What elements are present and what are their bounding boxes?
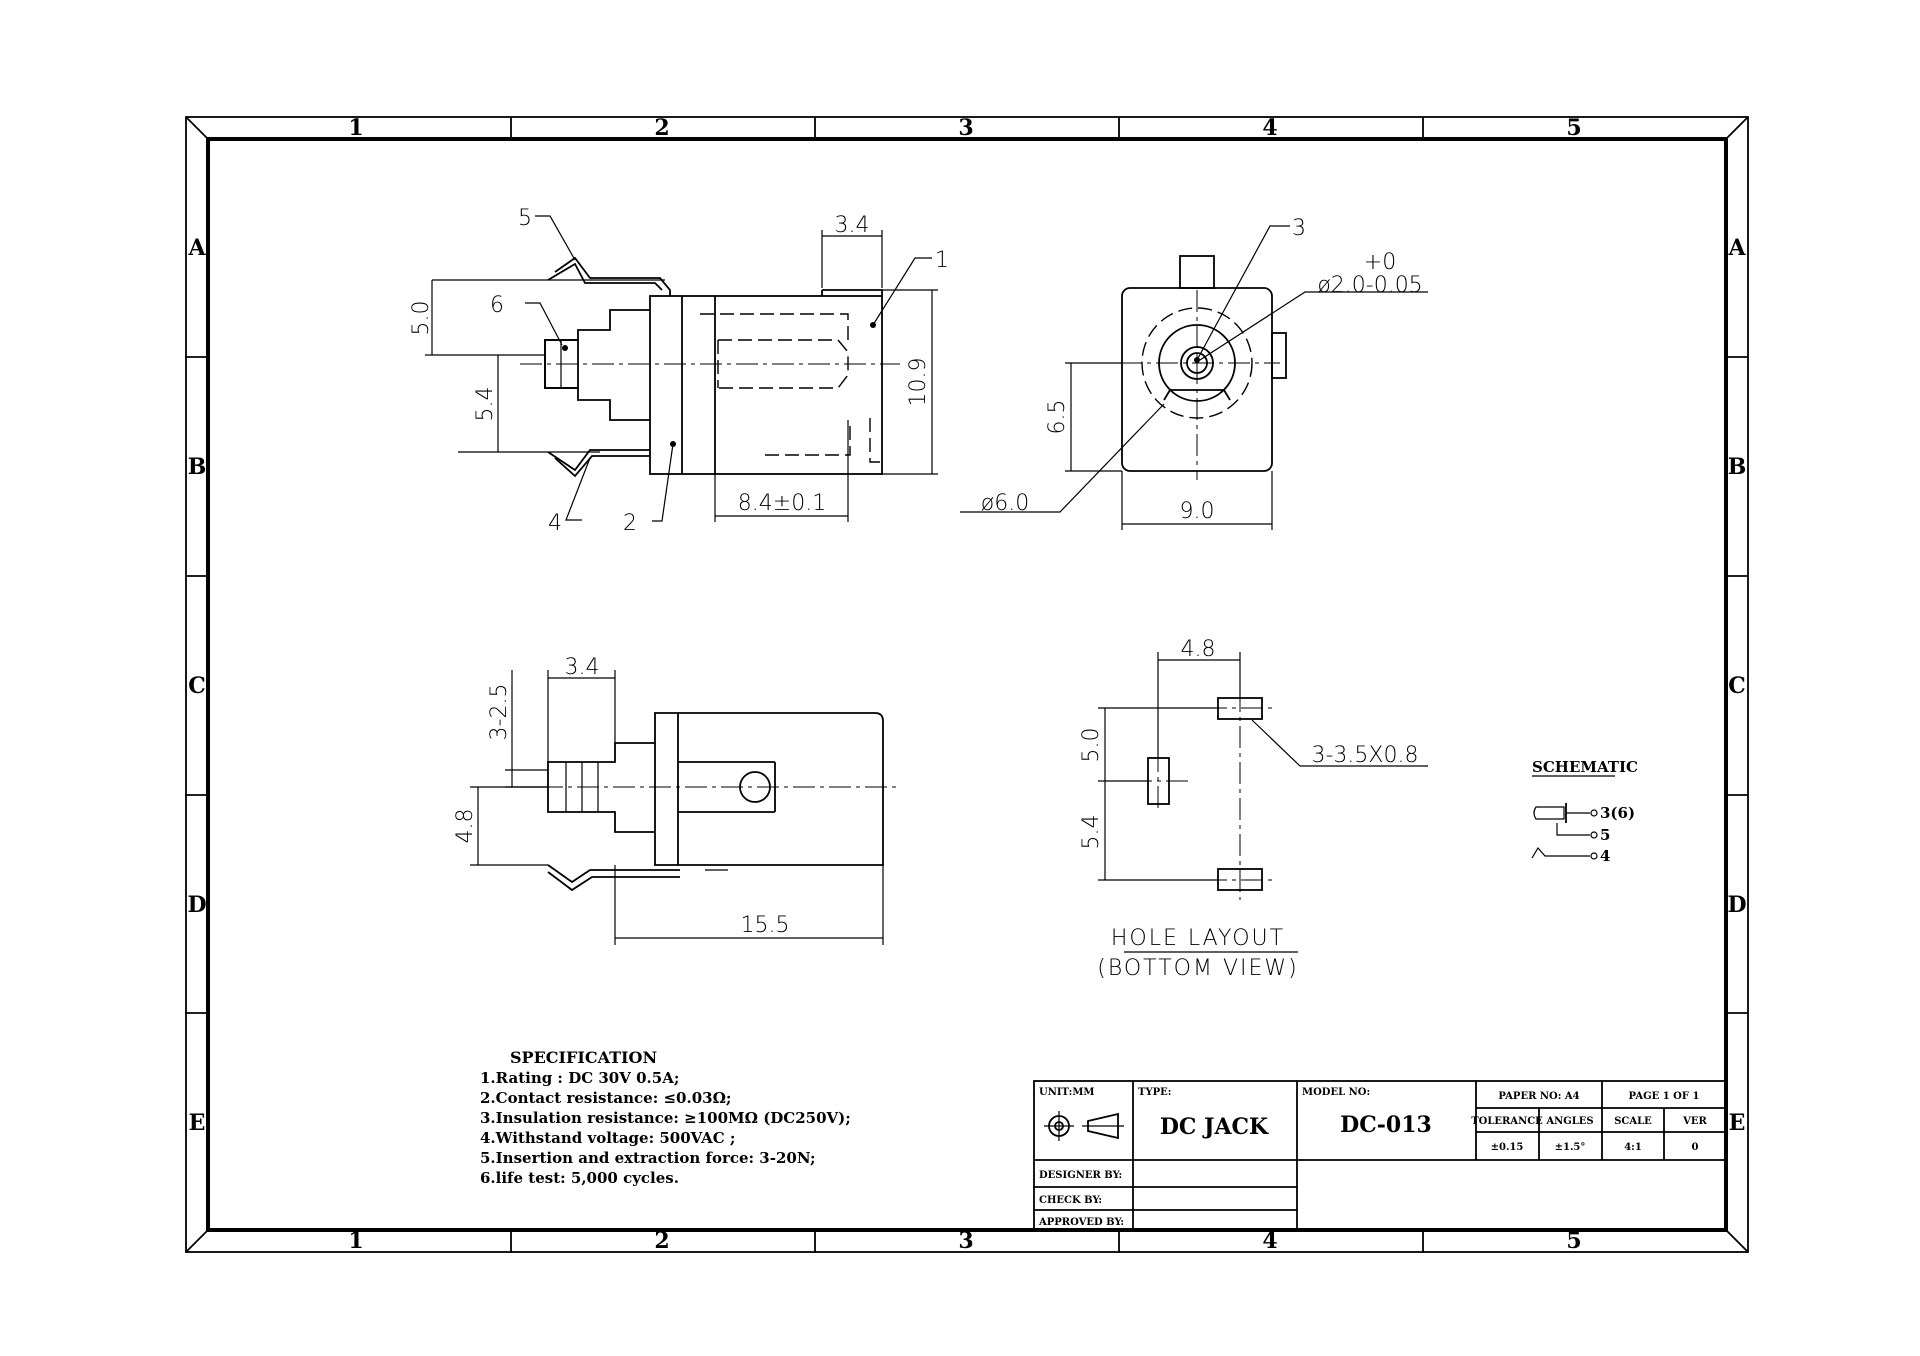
row-label-right: A	[1727, 235, 1746, 261]
dim-8-4: 8.4±0.1	[738, 491, 826, 516]
dim-slot: 3-3.5X0.8	[1312, 743, 1419, 768]
grid-labels: 1 2 3 4 5 1 2 3 4 5 A B C D E A B C D E	[187, 115, 1746, 1254]
schematic: SCHEMATIC 3(6) 5 4	[1531, 758, 1638, 865]
dim-pin-pitch: 3-2.5	[487, 684, 512, 741]
col-label-bottom: 4	[1262, 1228, 1277, 1254]
hole-layout: 4.8 5.0 5.4 3-3.5X0.8 HOLE LAYOUT (BOTTO…	[1079, 637, 1428, 981]
row-label-right: B	[1728, 454, 1747, 480]
dim-hole-upper: 5.0	[1079, 728, 1104, 763]
spec-line: 5.Insertion and extraction force: 3-20N;	[480, 1149, 816, 1167]
col-label-top: 2	[654, 115, 669, 141]
front-view: 3 +0 ø2.0-0.05 ø6.0 6.5 9.0	[960, 216, 1428, 530]
dim-6-5: 6.5	[1045, 400, 1070, 435]
dim-10-9: 10.9	[906, 358, 931, 407]
spec-line: 4.Withstand voltage: 500VAC ;	[480, 1129, 735, 1147]
row-label-left: C	[188, 673, 206, 699]
col-label-top: 3	[958, 115, 973, 141]
row-label-left: A	[187, 235, 206, 261]
dim-4-8-bottom: 4.8	[453, 809, 478, 844]
spec-line: 6.life test: 5,000 cycles.	[480, 1169, 679, 1187]
dim-pin-tol: +0	[1364, 250, 1396, 275]
spec-line: 2.Contact resistance: ≤0.03Ω;	[480, 1089, 731, 1107]
col-label-top: 5	[1566, 115, 1581, 141]
page-number: PAGE 1 OF 1	[1629, 1091, 1700, 1102]
tolerance-label: TOLERANCE	[1471, 1116, 1543, 1127]
angles-label: ANGLES	[1545, 1116, 1593, 1127]
bottom-view: 3.4 3-2.5 4.8 15.5	[453, 655, 900, 945]
row-label-right: E	[1729, 1110, 1746, 1136]
schematic-title: SCHEMATIC	[1532, 758, 1638, 776]
row-label-left: B	[188, 454, 207, 480]
dim-9-0: 9.0	[1180, 499, 1215, 524]
ver-label: VER	[1682, 1116, 1707, 1127]
schematic-pin-3: 3(6)	[1600, 804, 1635, 822]
scale-value: 4:1	[1624, 1142, 1642, 1153]
col-label-top: 1	[348, 115, 363, 141]
dim-15-5: 15.5	[741, 913, 790, 938]
dim-3-4-top: 3.4	[835, 213, 870, 238]
spec-line: 1.Rating : DC 30V 0.5A;	[480, 1069, 679, 1087]
dim-3-4-bottom: 3.4	[565, 655, 600, 680]
dim-hole-dia: ø6.0	[981, 491, 1029, 516]
callout-5: 5	[518, 206, 532, 231]
type-value: DC JACK	[1160, 1114, 1269, 1140]
model-value: DC-013	[1340, 1112, 1432, 1138]
dim-hole-lower: 5.4	[1079, 815, 1104, 850]
spec-line: 3.Insulation resistance: ≥100MΩ (DC250V)…	[480, 1109, 851, 1127]
dim-pin-dia: ø2.0-0.05	[1317, 273, 1422, 298]
type-label: TYPE:	[1138, 1087, 1171, 1098]
row-label-right: C	[1728, 673, 1746, 699]
title-block: UNIT:MM TYPE: MODEL NO: PAPER NO: A4 PAG…	[1033, 1080, 1727, 1231]
col-label-bottom: 1	[348, 1228, 363, 1254]
unit-label: UNIT:MM	[1039, 1087, 1094, 1098]
designer-label: DESIGNER BY:	[1039, 1170, 1122, 1181]
sheet-frame	[185, 116, 1749, 1253]
callout-2: 2	[623, 511, 637, 536]
side-view: 5 6 4 2 1 3.4 5.0 5.4 10.9 8.4±0.1	[409, 206, 949, 536]
hole-layout-title: HOLE LAYOUT	[1111, 926, 1285, 951]
tolerance-value: ±0.15	[1491, 1142, 1524, 1153]
callout-3: 3	[1292, 216, 1306, 241]
col-label-bottom: 5	[1566, 1228, 1581, 1254]
angles-value: ±1.5°	[1555, 1142, 1586, 1153]
row-label-right: D	[1727, 892, 1746, 918]
dim-hole-spacing: 4.8	[1181, 637, 1216, 662]
callout-6: 6	[490, 293, 504, 318]
row-label-left: D	[187, 892, 206, 918]
dim-5-0-left: 5.0	[409, 301, 434, 336]
col-label-bottom: 2	[654, 1228, 669, 1254]
scale-label: SCALE	[1614, 1116, 1652, 1127]
callout-1: 1	[935, 248, 949, 273]
schematic-pin-4: 4	[1600, 847, 1610, 865]
col-label-bottom: 3	[958, 1228, 973, 1254]
ver-value: 0	[1692, 1142, 1699, 1153]
specification: SPECIFICATION 1.Rating : DC 30V 0.5A; 2.…	[480, 1048, 851, 1187]
model-label: MODEL NO:	[1302, 1087, 1370, 1098]
hole-layout-subtitle: (BOTTOM VIEW)	[1097, 956, 1298, 981]
check-label: CHECK BY:	[1039, 1195, 1102, 1206]
dim-5-4-left: 5.4	[473, 387, 498, 422]
projection-symbol-icon	[1044, 1111, 1124, 1141]
approved-label: APPROVED BY:	[1038, 1217, 1124, 1228]
spec-title: SPECIFICATION	[510, 1048, 657, 1067]
row-label-left: E	[189, 1110, 206, 1136]
schematic-pin-5: 5	[1600, 826, 1610, 844]
col-label-top: 4	[1262, 115, 1277, 141]
paper-no: PAPER NO: A4	[1498, 1091, 1579, 1102]
callout-4: 4	[548, 511, 562, 536]
